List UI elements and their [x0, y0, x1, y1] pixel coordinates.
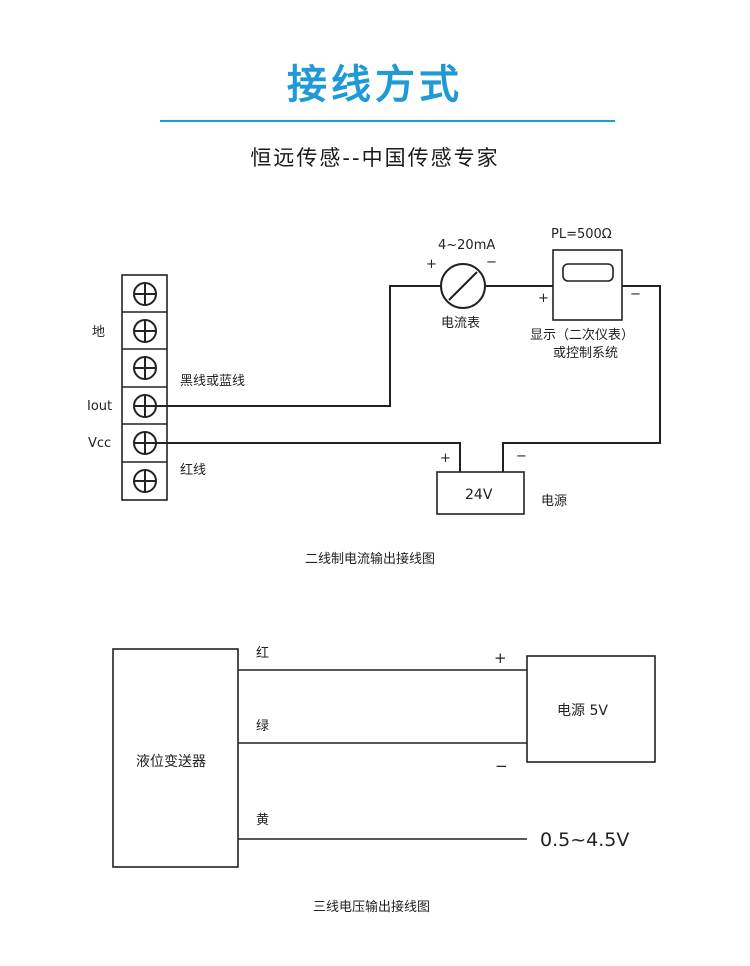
two-wire-labels: 地 Iout Vcc 黑线或蓝线 红线 4~20mA + − 电流表 PL=50…	[87, 227, 641, 567]
wire-iout	[145, 285, 441, 407]
ammeter	[440, 263, 486, 309]
two-wire-diagram	[121, 249, 661, 515]
label-supply-plus: +	[440, 451, 451, 466]
label-display-minus: −	[630, 287, 641, 302]
label-output-range: 0.5~4.5V	[540, 829, 629, 851]
label-vcc: Vcc	[88, 436, 111, 451]
label-wire-yellow: 黄	[256, 813, 269, 828]
label-display-name-1: 显示（二次仪表）	[530, 327, 634, 343]
terminal-screw-1	[133, 282, 157, 306]
label-ammeter-minus: −	[486, 255, 497, 270]
display-instrument	[552, 249, 623, 321]
terminal-screw-3	[133, 356, 157, 380]
label-supply-name: 电源	[541, 494, 567, 509]
label-ground: 地	[92, 325, 105, 340]
title-underline	[160, 120, 615, 122]
label-wire-red: 红线	[180, 462, 206, 478]
caption-three-wire: 三线电压输出接线图	[313, 899, 430, 915]
power-supply-5v	[526, 655, 656, 763]
label-supply-voltage: 24V	[465, 487, 493, 503]
label-ammeter-range: 4~20mA	[438, 238, 495, 253]
label-display-plus: +	[538, 291, 549, 306]
label-supply-5v-plus: +	[494, 649, 507, 667]
wire-vcc	[145, 442, 461, 472]
terminal-screw-6	[133, 469, 157, 493]
power-supply-24v	[436, 471, 525, 515]
three-wire-diagram	[112, 648, 656, 868]
label-wire-green: 绿	[256, 719, 269, 734]
label-supply-5v-minus: −	[495, 757, 508, 775]
label-supply-minus: −	[516, 449, 527, 464]
label-iout: Iout	[87, 399, 112, 414]
label-supply-5v: 电源 5V	[557, 703, 608, 719]
label-transmitter: 液位变送器	[136, 754, 206, 770]
label-ammeter-name: 电流表	[441, 316, 480, 331]
three-wire-labels: 液位变送器 红 绿 黄 电源 5V + − 0.5~4.5V 三线电压输出接线图	[136, 645, 629, 915]
label-wire-black-blue: 黑线或蓝线	[180, 374, 245, 389]
label-wire-red-2: 红	[256, 645, 269, 661]
label-display-resistance: PL=500Ω	[551, 227, 612, 242]
page-title: 接线方式	[287, 62, 463, 108]
label-display-name-2: 或控制系统	[553, 346, 618, 361]
terminal-screw-2	[133, 319, 157, 343]
wire-display-supply	[502, 285, 661, 472]
terminal-block	[121, 274, 168, 501]
page-subtitle: 恒远传感--中国传感专家	[250, 146, 500, 170]
label-ammeter-plus: +	[426, 257, 437, 272]
caption-two-wire: 二线制电流输出接线图	[305, 551, 435, 567]
transmitter-box	[112, 648, 239, 868]
